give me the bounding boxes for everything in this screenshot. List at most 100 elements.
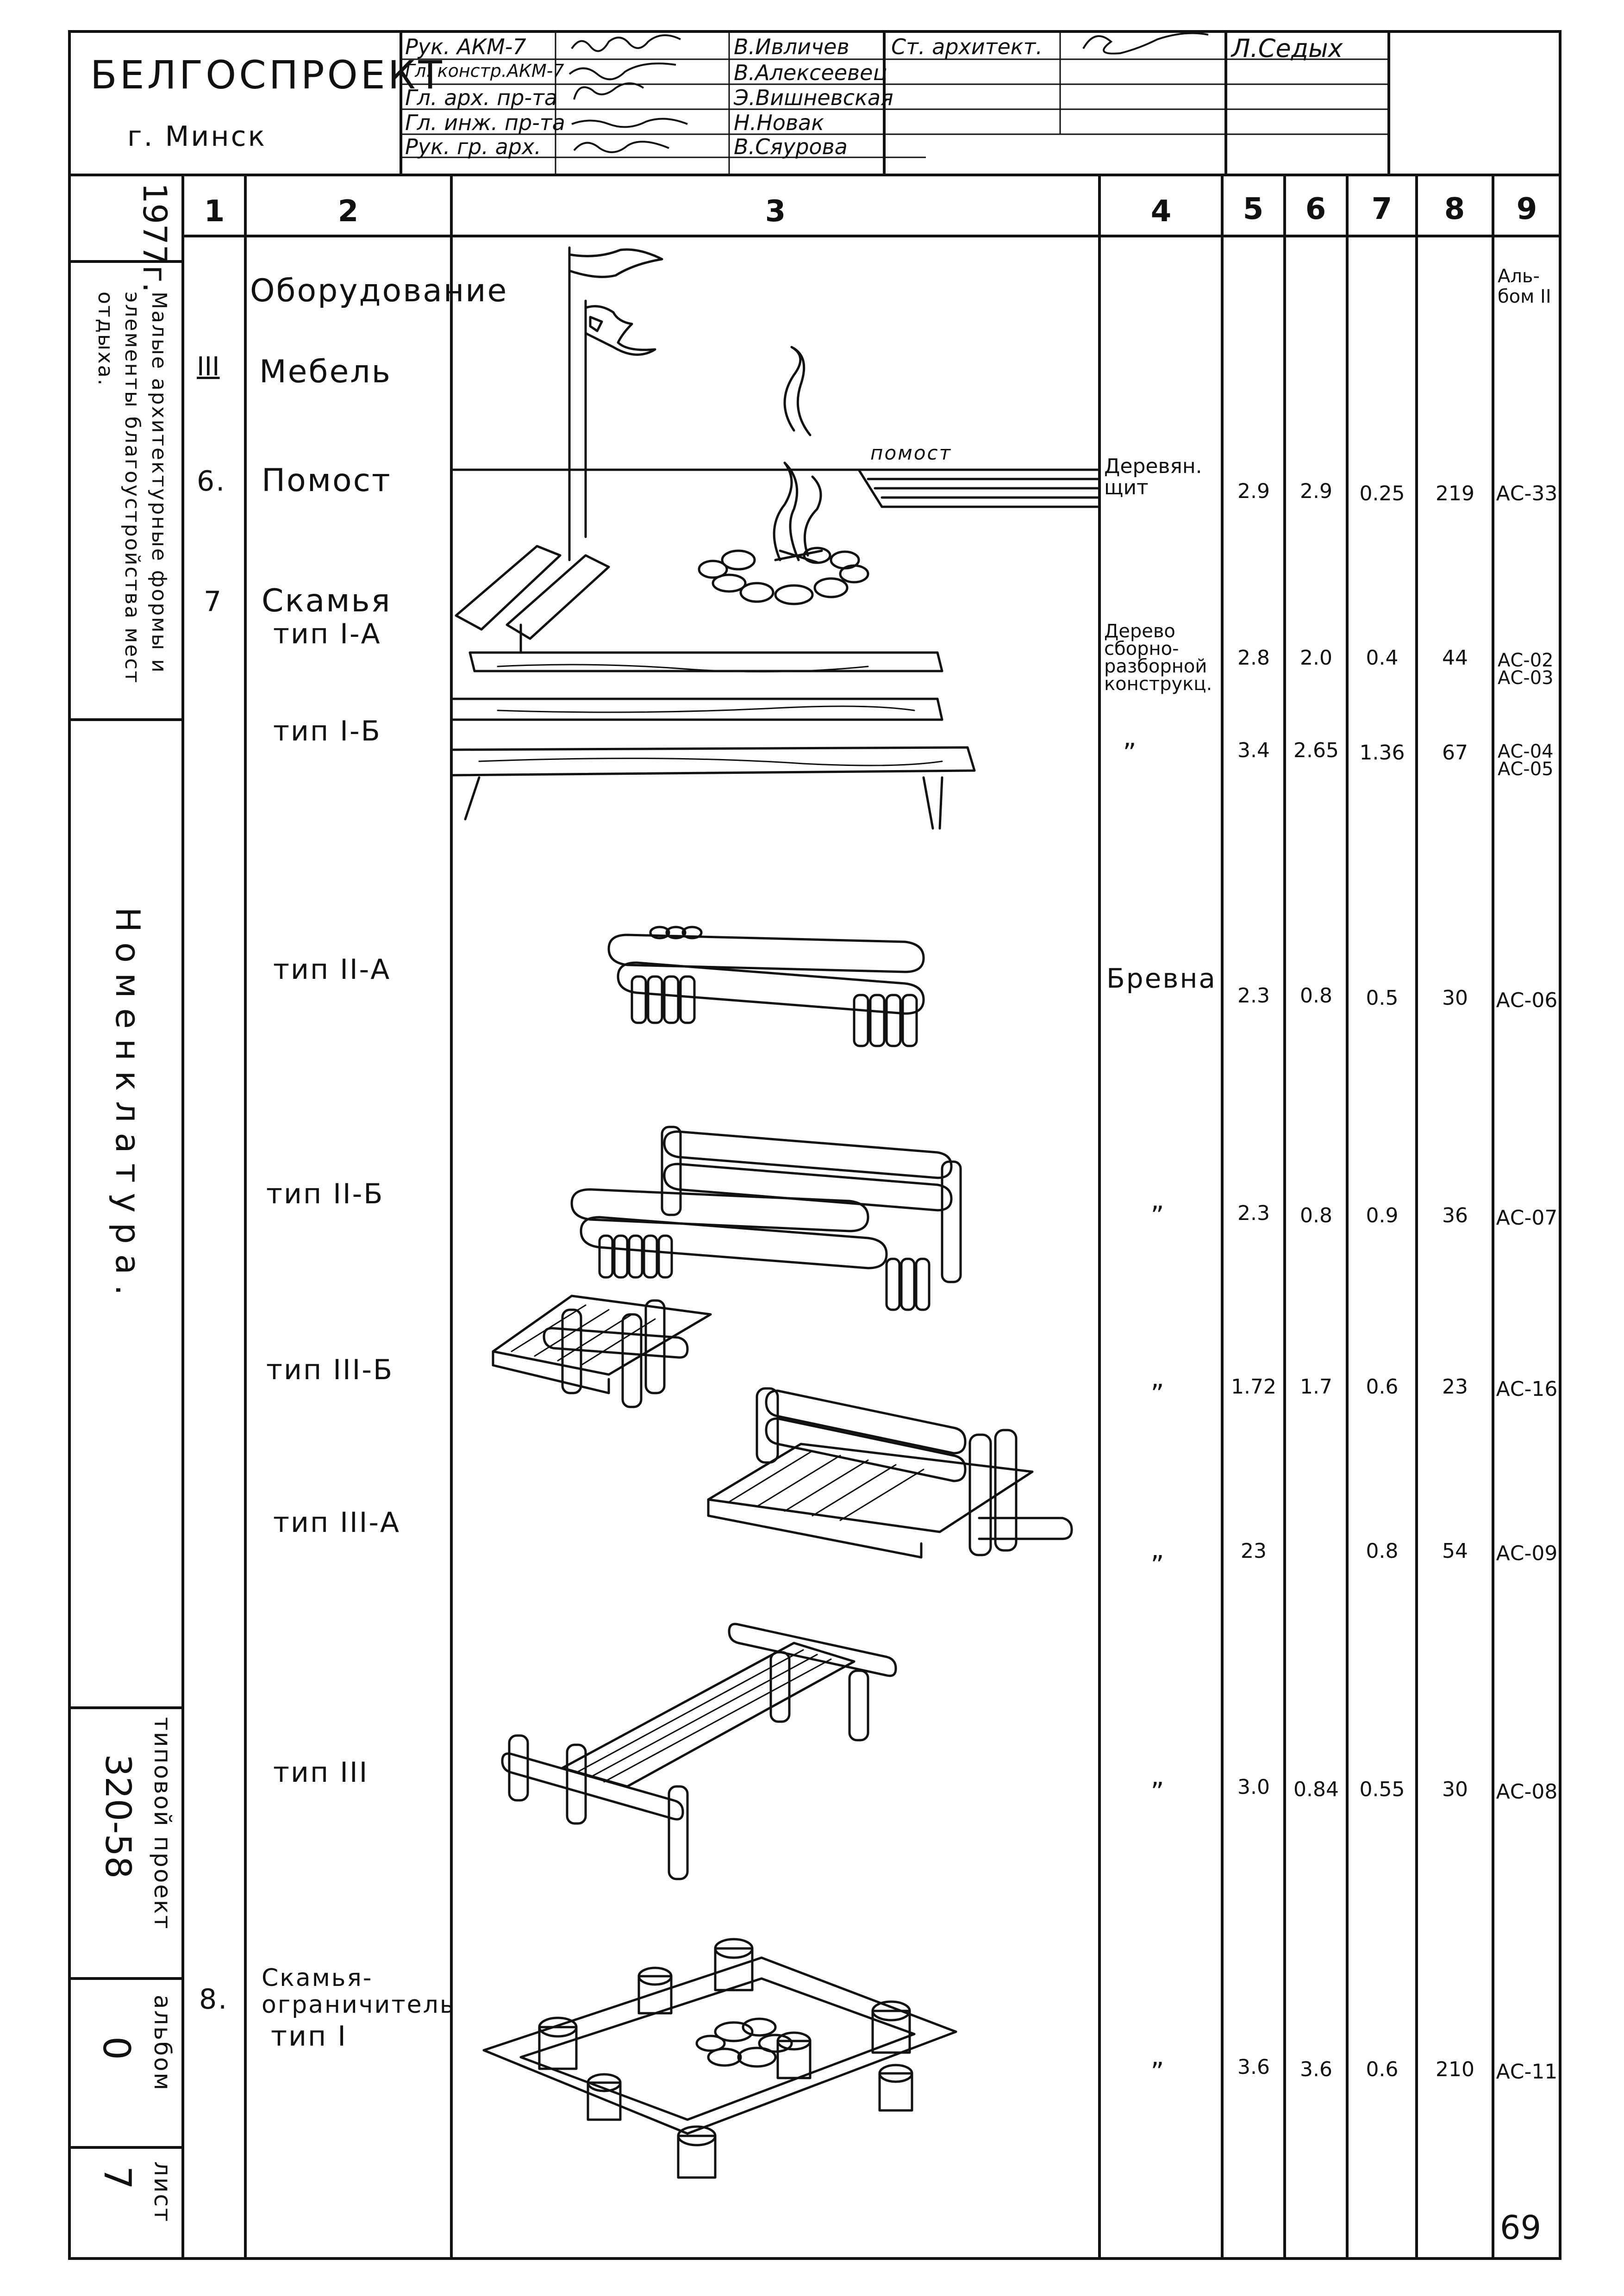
row-7-c6: 2.0 [1300,646,1332,670]
row-1b-c7: 1.36 [1359,741,1405,765]
row-3b-c9: АС-16 [1496,1377,1558,1401]
row-8-c8: 210 [1436,2058,1474,2081]
row-7-c7: 0.4 [1366,646,1399,670]
role-2: Гл. констр.АКМ-7 [405,61,564,81]
name-2: В.Алексеевец [734,60,887,85]
arch-role: Ст. архитект. [891,34,1043,59]
row-1b-c9: АС-04 АС-05 [1498,741,1554,780]
row-2b-c9: АС-07 [1496,1206,1558,1230]
illustrations [451,246,1099,2179]
page-number: 69 [1500,2207,1542,2245]
year: 1977г. [136,183,174,293]
row-7-c9: АС-02 АС-03 [1498,650,1554,689]
row-3-c5: 3.0 [1237,1775,1270,1799]
row-3b-c7: 0.6 [1366,1375,1399,1399]
subject: Малые архитектурные формы и элементы бла… [94,292,171,684]
row-7-material: Дерево сборно-разборной конструкц. [1104,621,1212,695]
row-2a-c7: 0.5 [1366,986,1399,1010]
name-4: Н.Новак [734,110,824,135]
col-header-9: 9 [1516,192,1537,226]
row-3-c9: АС-08 [1496,1780,1558,1804]
row-1b-c5: 3.4 [1237,739,1270,762]
row-2a-material: Бревна [1106,963,1217,994]
row-1b-c8: 67 [1442,741,1468,765]
row-6-material: Деревян. щит [1104,454,1202,499]
album-note: Аль-бом II [1498,266,1551,307]
row-6-c9: АС-33 [1496,482,1558,505]
row-2b-material: ” [1150,1201,1164,1231]
flag-icon [568,246,663,561]
bench-limiter-type-1 [482,1938,957,2179]
row-8-c7: 0.6 [1366,2058,1399,2081]
row-3a-c7: 0.8 [1366,1539,1399,1563]
section-roman: III [197,352,220,382]
arch-name: Л.Седых [1231,34,1343,63]
row-6-c5: 2.9 [1237,479,1270,503]
row-3b-c5: 1.72 [1231,1375,1276,1399]
bench-type-2b [570,1126,962,1311]
role-4: Гл. инж. пр-та [405,110,565,135]
bench-type-2a [607,926,925,1047]
album-number: 0 [95,2036,138,2060]
project-number: 320-58 [98,1754,139,1879]
row-2b-c7: 0.9 [1366,1204,1399,1227]
row-7-type: тип I-А [273,618,381,650]
row-3a-c5: 23 [1241,1539,1267,1563]
pomost-platform [857,468,1099,508]
col-header-5: 5 [1243,192,1264,226]
org-name: БЕЛГОСПРОЕКТ [90,52,445,98]
row-2a-c5: 2.3 [1237,984,1270,1008]
row-3a-c9: АС-09 [1496,1542,1558,1565]
row-8-c9: АС-11 [1496,2060,1558,2084]
col-header-1: 1 [204,194,225,229]
row-2a-c6: 0.8 [1300,984,1332,1008]
row-7-c8: 44 [1442,646,1468,670]
bench-type-3a [707,1387,1073,1559]
row-6-c8: 219 [1436,482,1474,505]
col-header-2: 2 [337,194,359,229]
bench-type-3b [492,1294,712,1408]
row-1b-material: ” [1123,738,1137,768]
col-header-8: 8 [1444,192,1465,226]
row-8-c5: 3.6 [1237,2055,1270,2079]
role-3: Гл. арх. пр-та [405,85,557,110]
row-3b-material: ” [1150,1379,1164,1409]
row-6-c7: 0.25 [1359,482,1405,505]
name-3: Э.Вишневская [734,85,893,110]
row-8-type: тип I [271,2020,347,2053]
col-header-6: 6 [1305,192,1326,226]
col-header-7: 7 [1371,192,1393,226]
row-1b-type: тип I-Б [273,715,381,747]
row-8-material: ” [1150,2057,1164,2087]
signatures [568,32,1209,153]
row-2a-c9: АС-06 [1496,989,1558,1012]
row-2b-c5: 2.3 [1237,1201,1270,1225]
row-2a-type: тип II-А [273,953,391,986]
row-8-number: 8. [199,1983,229,2016]
row-3-material: ” [1150,1777,1164,1807]
row-7-number: 7 [204,585,223,618]
col-header-3: 3 [765,194,786,229]
campfire-icon [698,346,869,605]
nomenclature: Номенклатура. [108,907,147,1306]
row-3a-type: тип III-А [273,1506,401,1539]
row-8-name: Скамья-ограничитель [262,1964,456,2019]
role-1: Рук. АКМ-7 [405,34,526,59]
name-5: В.Сяурова [734,134,848,159]
row-6-name: Помост [262,462,392,499]
row-2b-type: тип II-Б [266,1178,384,1210]
row-2b-c6: 0.8 [1300,1204,1332,1227]
row-6-c6: 2.9 [1300,479,1332,503]
row-2a-c8: 30 [1442,986,1468,1010]
name-1: В.Ивличев [734,34,849,59]
project-label: типовой проект [149,1717,176,1930]
sheet-number: 7 [96,2166,139,2190]
row-2b-c8: 36 [1442,1204,1468,1227]
role-5: Рук. гр. арх. [405,134,541,159]
row-3a-material: ” [1150,1550,1164,1580]
sheet-label: лист [149,2161,176,2223]
row-8-c6: 3.6 [1300,2058,1332,2081]
row-7-c5: 2.8 [1237,646,1270,670]
row-6-number: 6. [197,465,226,498]
